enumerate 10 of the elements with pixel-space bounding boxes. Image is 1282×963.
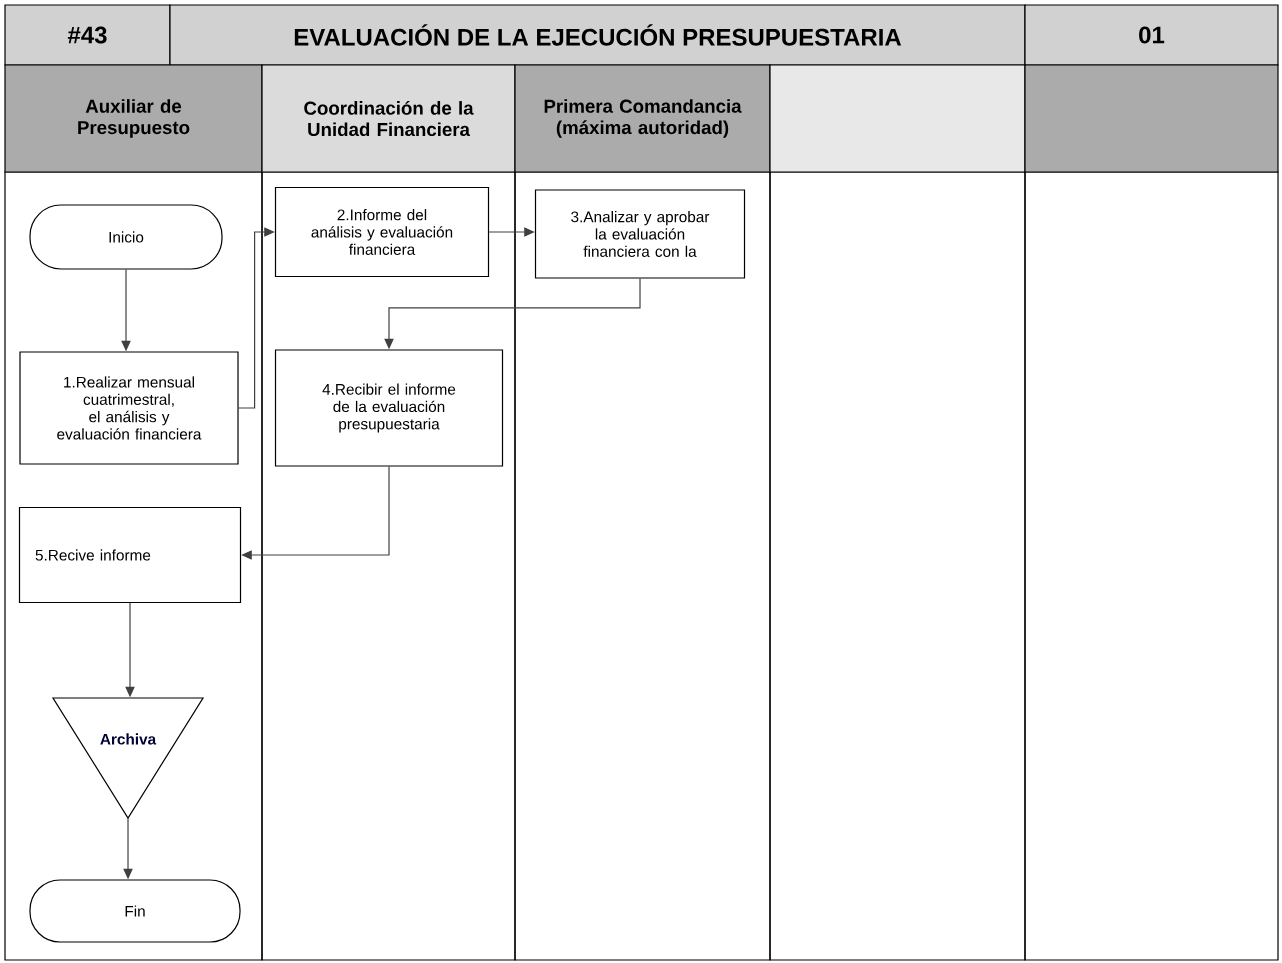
- lane-header: Coordinación de la Unidad Financiera: [261, 64, 516, 173]
- process-box: 3.Analizar y aprobar la evaluación financiera con la: [534, 189, 746, 279]
- process-box: 4.Recibir el informe de la evaluación presupuestaria: [274, 349, 504, 467]
- process-box: 1.Realizar mensual cuatrimestral, el análisis y evaluación financiera: [19, 351, 239, 465]
- lane-header: Auxiliar de Presupuesto: [4, 64, 263, 173]
- process-box: 5.Recive informe: [18, 506, 242, 604]
- number-cell: #43: [4, 4, 171, 66]
- lane-header: Primera Comandancia (máxima autoridad): [514, 64, 771, 173]
- process-box: 2.Informe del análisis y evaluación financiera: [274, 186, 490, 278]
- number-cell: 01: [1024, 4, 1279, 66]
